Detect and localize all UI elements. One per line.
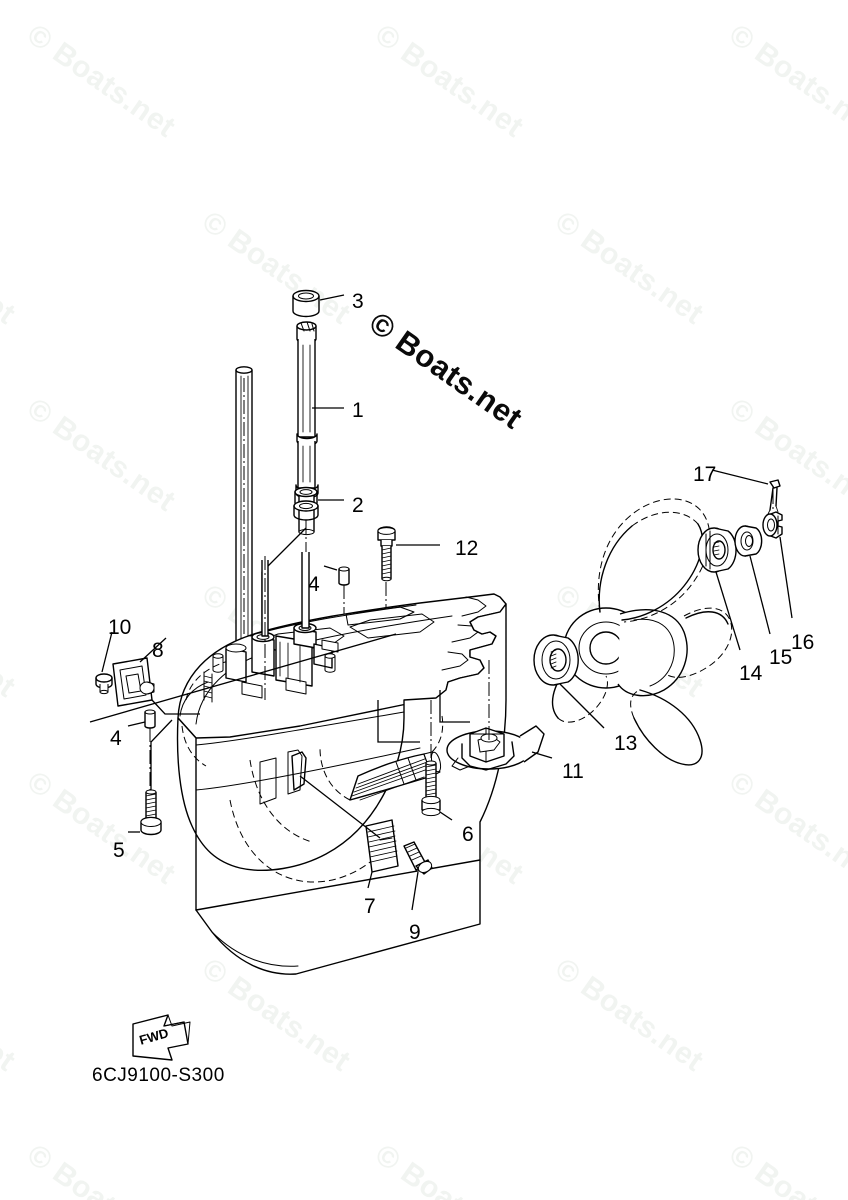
callout-14: 14 bbox=[739, 662, 763, 685]
callout-6: 6 bbox=[462, 823, 474, 846]
leader-housing-diagonal bbox=[89, 633, 397, 723]
leader-8 bbox=[139, 637, 167, 663]
part-13-thrust-washer bbox=[533, 634, 579, 686]
part-12-hex-bolt bbox=[377, 526, 396, 582]
callout-12: 12 bbox=[455, 537, 479, 560]
part-2-seal bbox=[293, 486, 319, 521]
leader-anode-mount bbox=[151, 699, 200, 715]
part-number-label: 6CJ9100-S300 bbox=[92, 1065, 225, 1086]
callout-9: 9 bbox=[409, 921, 421, 944]
callout-3: 3 bbox=[352, 290, 364, 313]
callout-17: 17 bbox=[693, 463, 717, 486]
part-6-long-bolt bbox=[421, 760, 441, 817]
part-5-bolt bbox=[140, 789, 162, 836]
leader-6 bbox=[439, 811, 453, 821]
part-4-dowel-pin-lower bbox=[144, 709, 156, 729]
part-4-dowel-pin-upper bbox=[338, 566, 350, 586]
leader-15 bbox=[749, 555, 771, 635]
callout-8: 8 bbox=[152, 639, 164, 662]
callout-13: 13 bbox=[614, 732, 638, 755]
pump-studs bbox=[261, 552, 310, 637]
leader-4-upper bbox=[323, 565, 338, 571]
part-10-bolt bbox=[95, 673, 113, 695]
leader-4-lower bbox=[127, 721, 146, 727]
leader-13 bbox=[559, 683, 605, 729]
leader-7-assembly bbox=[299, 775, 381, 839]
water-pump-boss bbox=[203, 622, 339, 703]
part-11-trim-tab bbox=[446, 725, 545, 771]
leader-5-assembly bbox=[150, 719, 173, 790]
callout-10: 10 bbox=[108, 616, 132, 639]
callout-1: 1 bbox=[352, 399, 364, 422]
part-15-washer bbox=[734, 525, 763, 557]
callout-16: 16 bbox=[791, 631, 815, 654]
leader-11-bracket bbox=[439, 690, 470, 723]
callout-4-upper: 4 bbox=[308, 573, 320, 596]
leader-16 bbox=[779, 536, 793, 619]
part-9-screw bbox=[403, 841, 433, 875]
leader-7 bbox=[367, 871, 373, 889]
leader-6-bracket bbox=[377, 700, 420, 743]
callout-2: 2 bbox=[352, 494, 364, 517]
leader-11 bbox=[531, 751, 553, 759]
callout-4-lower: 4 bbox=[110, 727, 122, 750]
leader-9 bbox=[411, 871, 419, 911]
part-3-bushing bbox=[292, 289, 320, 318]
propeller bbox=[551, 498, 733, 766]
callout-7: 7 bbox=[364, 895, 376, 918]
callout-5: 5 bbox=[113, 839, 125, 862]
part-8-anode-plate bbox=[112, 657, 155, 707]
part-16-prop-nut bbox=[762, 511, 783, 539]
callout-15: 15 bbox=[769, 646, 793, 669]
leader-17 bbox=[711, 469, 769, 485]
leader-14 bbox=[715, 571, 741, 651]
callout-11: 11 bbox=[562, 760, 584, 783]
part-17-cotter-pin bbox=[767, 479, 781, 515]
leader-3 bbox=[319, 294, 345, 301]
leader-10 bbox=[101, 631, 113, 673]
fwd-arrow-icon bbox=[132, 1014, 191, 1061]
part-14-spacer bbox=[697, 527, 737, 573]
part-7-anode-block bbox=[365, 819, 399, 873]
